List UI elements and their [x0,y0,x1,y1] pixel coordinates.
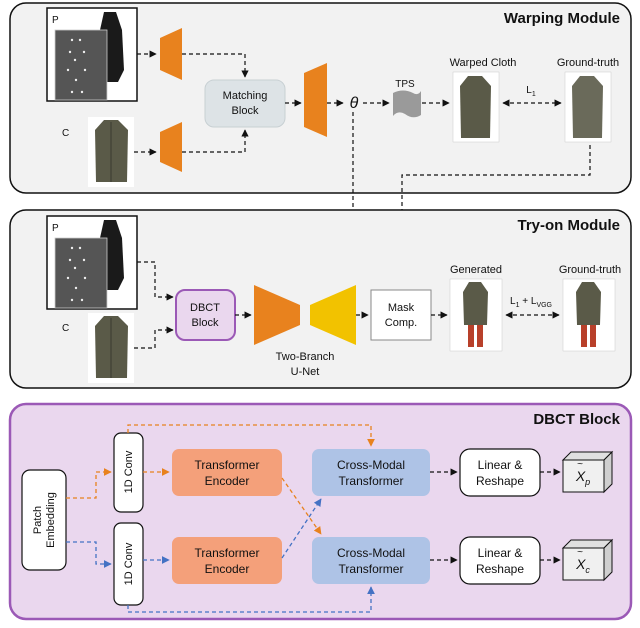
svg-text:Xp: Xp [575,468,590,487]
tps-grid-icon [393,90,421,118]
tryon-module-title: Try-on Module [518,217,621,234]
pose-keypoints [66,38,87,94]
patch-embedding-box [21,469,67,571]
mask-comp-box [370,289,432,341]
linear-reshape-top [459,448,541,497]
warping-module-title: Warping Module [504,10,620,27]
linear-reshape-bottom [459,536,541,585]
label-p-tryon: P [52,223,59,234]
conv-top-text: 1D Conv [123,450,135,493]
matching-block-line1: Matching [223,90,268,102]
cross-modal-transformer-top [312,449,430,496]
lin1-line1: Linear & [478,458,523,472]
loss-l1-warping: L1 [526,85,536,98]
dbct-block-detail: DBCT Block PatchEmbedding 1D Conv 1D Con… [8,402,633,621]
warped-cloth-label: Warped Cloth [450,57,517,69]
label-c-warping: C [62,128,69,139]
output-cube-xp: Xp ~ [561,450,614,494]
transformer-encoder-bottom [172,537,282,584]
transformer-encoder-top [172,449,282,496]
unet-line1: Two-Branch [276,351,335,363]
lin2-line2: Reshape [476,562,524,576]
unet-decoder [310,285,356,345]
unet-line2: U-Net [291,366,320,378]
loss-l1-vgg: L1 + LVGG [510,296,552,309]
regressor-warping [304,63,327,137]
conv-bottom-text: 1D Conv [123,542,135,585]
enc2-line2: Encoder [205,562,250,576]
mask-comp-line2: Comp. [385,317,417,329]
unet-encoder [254,285,300,345]
enc2-line1: Transformer [195,546,260,560]
tps-label: TPS [395,79,415,90]
dbct-block-small [175,289,236,341]
warping-module: Warping Module P C Ma [9,2,632,287]
matching-block [204,79,286,128]
lin2-line1: Linear & [478,546,523,560]
cm2-line1: Cross-Modal [337,546,405,560]
lin1-line2: Reshape [476,474,524,488]
encoder-person-warping [160,28,182,80]
dbct-block-title: DBCT Block [533,411,620,428]
tryon-module: Try-on Module P C DBCT Block Two- [9,209,632,389]
generated-label: Generated [450,264,502,276]
cross-modal-transformer-bottom [312,537,430,584]
enc1-line2: Encoder [205,474,250,488]
svg-text:~: ~ [577,459,583,470]
person-image-p-tryon [46,215,138,310]
warped-cloth-shape [460,76,491,138]
theta-symbol: θ [350,95,359,112]
person-image-p [46,7,138,102]
cm2-line2: Transformer [339,562,404,576]
dbct-small-line2: Block [192,317,219,329]
cm1-line1: Cross-Modal [337,458,405,472]
mask-comp-line1: Mask [388,302,415,314]
svg-text:~: ~ [577,547,583,558]
cloth-image-c [88,117,134,187]
matching-block-line2: Block [232,105,259,117]
label-p-warping: P [52,15,59,26]
ground-truth-label-warping: Ground-truth [557,57,619,69]
output-cube-xc: Xc ~ [561,538,614,582]
ground-truth-label-tryon: Ground-truth [559,264,621,276]
enc1-line1: Transformer [195,458,260,472]
patch-embedding-text: PatchEmbedding [32,492,57,548]
encoder-cloth-warping [160,122,182,172]
label-c-tryon: C [62,323,69,334]
svg-text:Xc: Xc [575,556,590,575]
cloth-image-c-tryon [88,313,134,383]
cm1-line2: Transformer [339,474,404,488]
dbct-small-line1: DBCT [190,302,220,314]
